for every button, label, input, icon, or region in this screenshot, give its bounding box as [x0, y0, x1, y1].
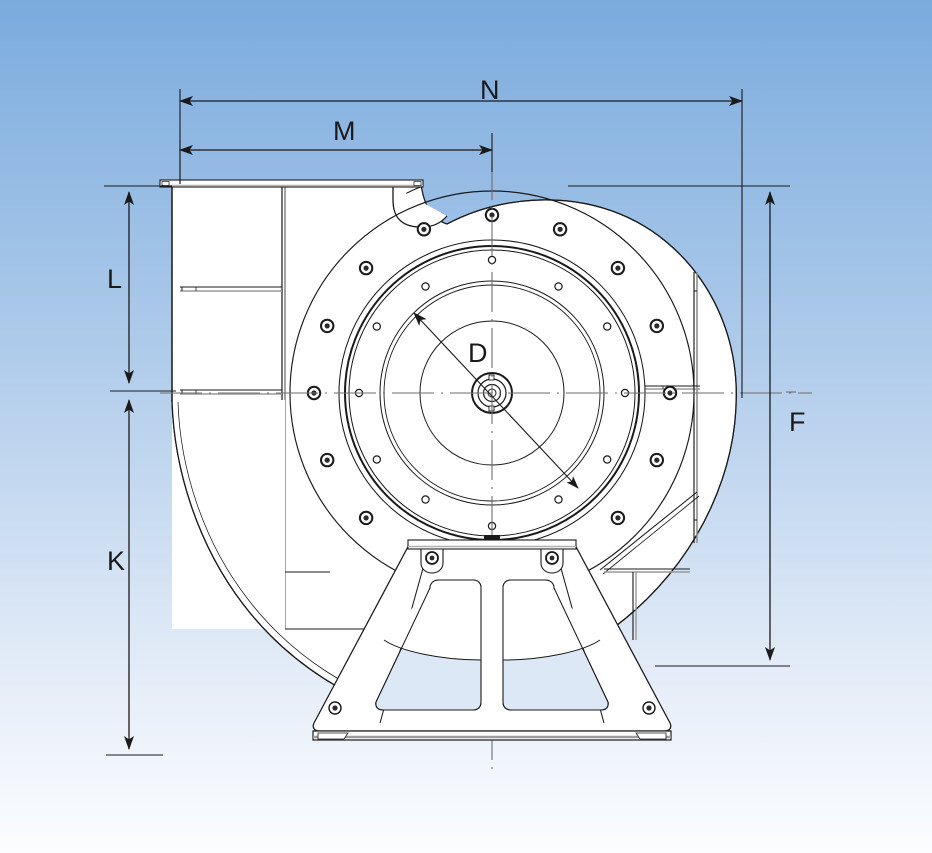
pedestal-top-bar	[407, 539, 577, 550]
housing-right-brace	[599, 491, 700, 575]
flange-bolt	[320, 452, 335, 468]
housing-right-lower-wall	[632, 572, 637, 640]
inlet-ring-hole	[421, 282, 430, 291]
pedestal-cutout-right-upper-fill	[503, 580, 600, 660]
outlet-duct-stiffeners	[180, 286, 282, 395]
flange-bolt	[358, 260, 374, 276]
base-anchor-bolt	[328, 701, 342, 715]
outlet-top-flange	[159, 179, 424, 188]
pedestal-centre-tab	[484, 535, 500, 539]
inlet-ring-hole	[554, 495, 563, 504]
pedestal-cutout-left-redraw	[375, 579, 482, 711]
inlet-ring-hole	[487, 255, 497, 265]
pedestal-base-plate	[312, 730, 672, 741]
flange-bolt	[662, 385, 678, 401]
inlet-ring-hole	[603, 455, 612, 464]
pedestal-stand	[312, 535, 672, 741]
inlet-ring-hole	[372, 322, 381, 331]
dim-label-L: L	[107, 264, 123, 294]
dimension-layer	[104, 89, 796, 756]
flange-bolt	[649, 452, 664, 468]
flange-bolt	[416, 222, 432, 237]
flange-bolt	[552, 222, 568, 237]
flange-bolt	[649, 318, 664, 334]
pedestal-bolt-lug	[540, 548, 564, 574]
pedestal-cutout-right-arc	[502, 639, 601, 661]
flange-bolt	[358, 510, 374, 526]
flange-bolt	[610, 510, 626, 526]
pedestal-bolt-lug	[420, 548, 444, 574]
flange-bolt	[320, 318, 335, 334]
scroll-lower-left-fill	[172, 400, 418, 719]
dim-label-D: D	[468, 338, 488, 368]
base-anchor-bolt	[642, 701, 656, 715]
inlet-ring-hole	[554, 282, 563, 291]
machine-body	[159, 160, 812, 770]
inlet-ring-hole	[603, 322, 612, 331]
dim-label-K: K	[107, 546, 126, 576]
dim-D-line	[413, 312, 579, 489]
inlet-ring-hole	[421, 495, 430, 504]
dim-label-F: F	[789, 407, 806, 437]
flange-bolt	[610, 260, 626, 276]
pedestal-cutout-left-arc	[383, 639, 482, 661]
inlet-ring-hole	[372, 455, 381, 464]
housing-left-brace	[604, 568, 690, 573]
pedestal-cutout-right-redraw	[502, 579, 609, 711]
dim-label-M: M	[333, 116, 356, 146]
pedestal-cutout-left-upper-fill	[384, 580, 481, 660]
dim-label-N: N	[480, 75, 500, 105]
